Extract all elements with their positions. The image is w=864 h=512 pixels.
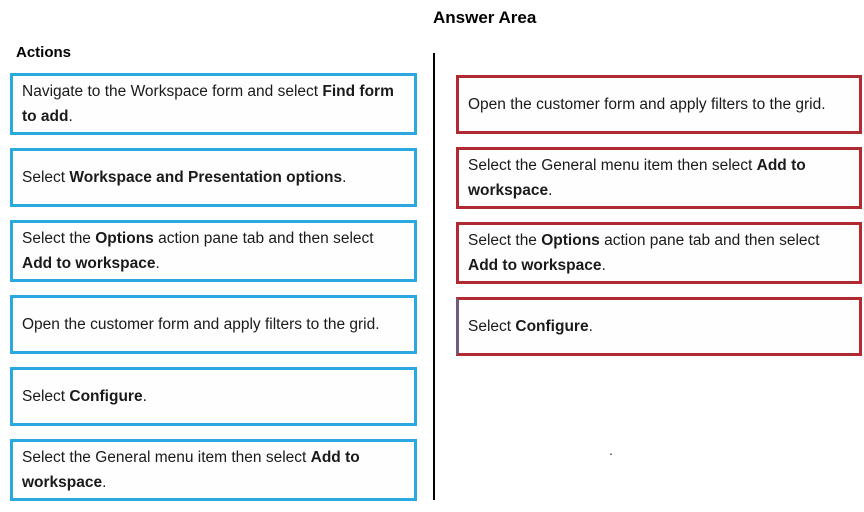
answer-area-column: Open the customer form and apply filters… <box>456 75 862 369</box>
answer-item-3[interactable]: Select the Options action pane tab and t… <box>456 222 862 284</box>
action-item-4[interactable]: Open the customer form and apply filters… <box>10 295 417 354</box>
action-item-text-6: Select the General menu item then select… <box>22 449 360 491</box>
actions-heading: Actions <box>16 44 72 61</box>
action-item-3[interactable]: Select the Options action pane tab and t… <box>10 220 417 282</box>
page-title: Answer Area <box>433 8 537 27</box>
answer-item-1[interactable]: Open the customer form and apply filters… <box>456 75 862 134</box>
actions-column: Navigate to the Workspace form and selec… <box>10 73 417 512</box>
action-item-text-2: Select Workspace and Presentation option… <box>22 169 347 186</box>
answer-item-text-2: Select the General menu item then select… <box>468 157 806 199</box>
action-item-2[interactable]: Select Workspace and Presentation option… <box>10 148 417 207</box>
action-item-text-1: Navigate to the Workspace form and selec… <box>22 83 394 125</box>
answer-item-text-4: Select Configure. <box>468 318 593 335</box>
column-divider <box>433 53 435 500</box>
answer-item-text-3: Select the Options action pane tab and t… <box>468 232 820 274</box>
action-item-6[interactable]: Select the General menu item then select… <box>10 439 417 501</box>
action-item-text-4: Open the customer form and apply filters… <box>22 316 380 333</box>
action-item-text-5: Select Configure. <box>22 388 147 405</box>
action-item-1[interactable]: Navigate to the Workspace form and selec… <box>10 73 417 135</box>
action-item-text-3: Select the Options action pane tab and t… <box>22 230 374 272</box>
action-item-5[interactable]: Select Configure. <box>10 367 417 426</box>
stray-dot: . <box>609 442 613 458</box>
answer-item-4[interactable]: Select Configure. <box>456 297 862 356</box>
answer-item-text-1: Open the customer form and apply filters… <box>468 96 826 113</box>
answer-item-2[interactable]: Select the General menu item then select… <box>456 147 862 209</box>
